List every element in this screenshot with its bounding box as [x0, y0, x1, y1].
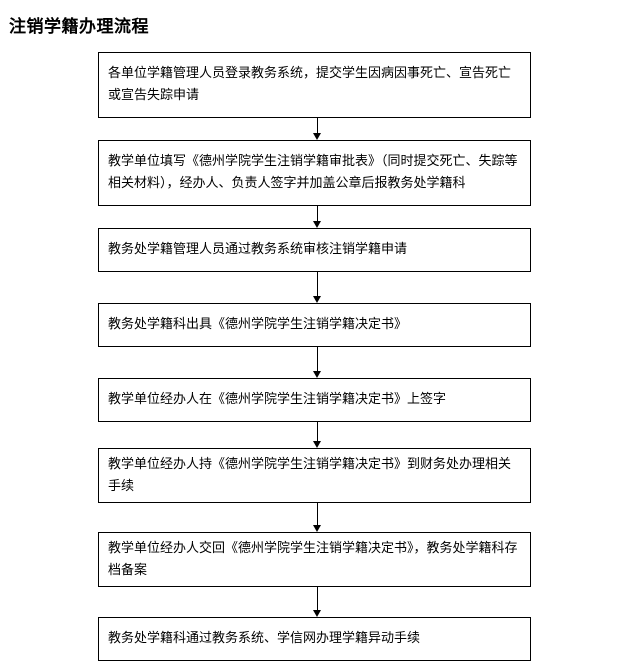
- flow-node-label: 教务处学籍管理人员通过教务系统审核注销学籍申请: [108, 242, 408, 257]
- flow-node-label: 各单位学籍管理人员登录教务系统，提交学生因病因事死亡、宣告死亡或宣告失踪申请: [108, 66, 512, 103]
- arrow-head-down-icon: [313, 133, 321, 140]
- flow-node-step-7: 教学单位经办人交回《德州学院学生注销学籍决定书》，教务处学籍科存档备案: [98, 532, 531, 587]
- arrow-line: [317, 422, 318, 441]
- flow-node-step-1: 各单位学籍管理人员登录教务系统，提交学生因病因事死亡、宣告死亡或宣告失踪申请: [98, 52, 531, 118]
- flow-node-step-5: 教学单位经办人在《德州学院学生注销学籍决定书》上签字: [98, 378, 531, 422]
- flow-node-step-8: 教务处学籍科通过教务系统、学信网办理学籍异动手续: [98, 617, 531, 661]
- flow-node-step-4: 教务处学籍科出具《德州学院学生注销学籍决定书》: [98, 303, 531, 347]
- flow-node-label: 教学单位填写《德州学院学生注销学籍审批表》（同时提交死亡、失踪等相关材料），经办…: [108, 154, 518, 191]
- flow-arrow-step-3-to-step-4: [313, 272, 322, 303]
- flow-arrow-step-2-to-step-3: [313, 206, 322, 228]
- flow-node-step-3: 教务处学籍管理人员通过教务系统审核注销学籍申请: [98, 228, 531, 272]
- flow-node-label: 教务处学籍科通过教务系统、学信网办理学籍异动手续: [108, 631, 421, 646]
- arrow-head-down-icon: [313, 221, 321, 228]
- flow-arrow-step-6-to-step-7: [313, 503, 322, 532]
- flow-arrow-step-7-to-step-8: [313, 587, 322, 617]
- flow-arrow-step-5-to-step-6: [313, 422, 322, 448]
- arrow-head-down-icon: [313, 610, 321, 617]
- arrow-line: [317, 272, 318, 296]
- arrow-head-down-icon: [313, 371, 321, 378]
- arrow-line: [317, 503, 318, 525]
- arrow-head-down-icon: [313, 441, 321, 448]
- flow-node-step-2: 教学单位填写《德州学院学生注销学籍审批表》（同时提交死亡、失踪等相关材料），经办…: [98, 140, 531, 206]
- arrow-head-down-icon: [313, 525, 321, 532]
- flow-node-label: 教务处学籍科出具《德州学院学生注销学籍决定书》: [108, 317, 408, 332]
- flow-node-step-6: 教学单位经办人持《德州学院学生注销学籍决定书》到财务处办理相关手续: [98, 448, 531, 503]
- flow-node-label: 教学单位经办人持《德州学院学生注销学籍决定书》到财务处办理相关手续: [108, 456, 512, 494]
- flow-node-label: 教学单位经办人在《德州学院学生注销学籍决定书》上签字: [108, 392, 447, 407]
- arrow-line: [317, 587, 318, 610]
- flow-arrow-step-1-to-step-2: [313, 118, 322, 140]
- arrow-head-down-icon: [313, 296, 321, 303]
- flow-arrow-step-4-to-step-5: [313, 347, 322, 378]
- arrow-line: [317, 118, 318, 133]
- page-title: 注销学籍办理流程: [9, 17, 149, 37]
- flow-node-label: 教学单位经办人交回《德州学院学生注销学籍决定书》，教务处学籍科存档备案: [108, 540, 518, 578]
- arrow-line: [317, 347, 318, 371]
- arrow-line: [317, 206, 318, 221]
